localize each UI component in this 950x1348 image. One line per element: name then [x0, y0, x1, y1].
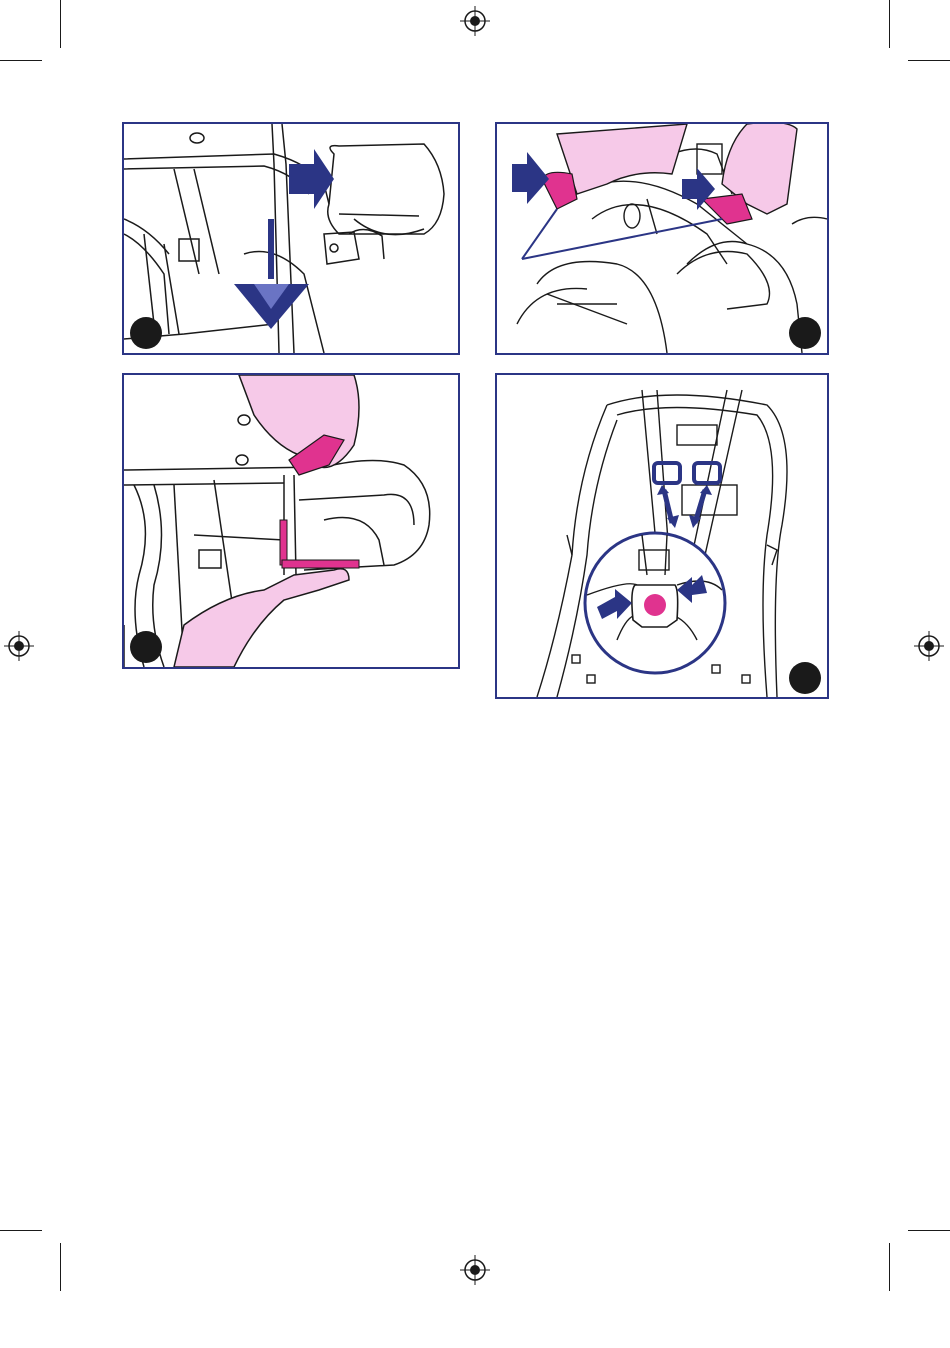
crop-mark: [0, 60, 42, 61]
crop-mark: [908, 1230, 950, 1231]
crop-mark: [60, 1243, 61, 1291]
panel-2: [495, 122, 829, 355]
panel-3: [122, 373, 460, 669]
crop-mark: [889, 1243, 890, 1291]
registration-mark-icon: [460, 6, 490, 36]
panel-4: [495, 373, 829, 699]
panel-1: [122, 122, 460, 355]
crop-mark: [889, 0, 890, 48]
hex-key-illustration: [124, 375, 458, 667]
crop-mark: [908, 60, 950, 61]
crop-mark: [60, 0, 61, 48]
black-circle-icon: [130, 631, 162, 663]
black-circle-icon: [130, 317, 162, 349]
harness-buckle-illustration: [497, 375, 827, 697]
registration-mark-icon: [4, 631, 34, 661]
crop-mark: [0, 1230, 42, 1231]
release-buttons-illustration: [497, 124, 827, 353]
registration-mark-icon: [914, 631, 944, 661]
armrest-removal-illustration: [124, 124, 458, 353]
registration-mark-icon: [460, 1255, 490, 1285]
black-circle-icon: [789, 317, 821, 349]
black-circle-icon: [789, 662, 821, 694]
